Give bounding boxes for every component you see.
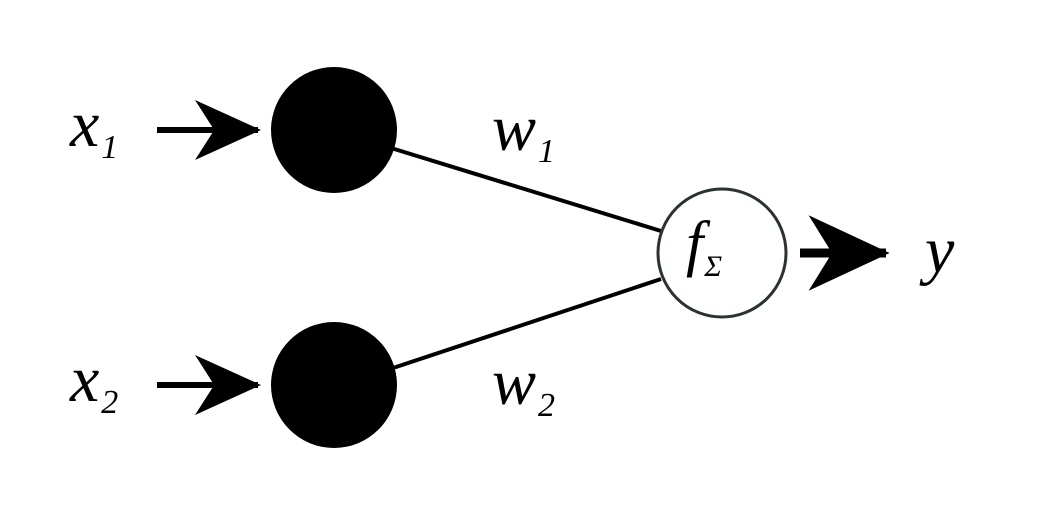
input-node-2 xyxy=(271,322,397,448)
edge-weight-w1 xyxy=(390,146,662,233)
output-label-y: y xyxy=(925,218,954,284)
input-label-x2: x2 xyxy=(70,347,118,420)
weight-label-w1: w1 xyxy=(492,96,555,169)
weight-label-w1-subscript: 1 xyxy=(538,133,556,171)
summation-node-label: fΣ xyxy=(686,210,722,282)
summation-node-label-subscript: Σ xyxy=(704,250,723,283)
input-node-1 xyxy=(271,67,397,193)
summation-node-label-base: f xyxy=(686,210,704,278)
input-label-x2-base: x xyxy=(70,343,100,416)
input-label-x2-subscript: 2 xyxy=(101,384,119,422)
weight-label-w2: w2 xyxy=(492,350,555,423)
input-label-x1-subscript: 1 xyxy=(101,129,119,167)
input-label-x1-base: x xyxy=(70,88,100,161)
input-label-x1: x1 xyxy=(70,92,118,165)
edge-weight-w2 xyxy=(392,277,662,370)
weight-label-w2-subscript: 2 xyxy=(538,387,556,425)
weight-label-w1-base: w xyxy=(492,92,537,165)
weight-label-w2-base: w xyxy=(492,346,537,419)
output-label-y-base: y xyxy=(925,214,955,287)
summation-node xyxy=(656,187,788,319)
